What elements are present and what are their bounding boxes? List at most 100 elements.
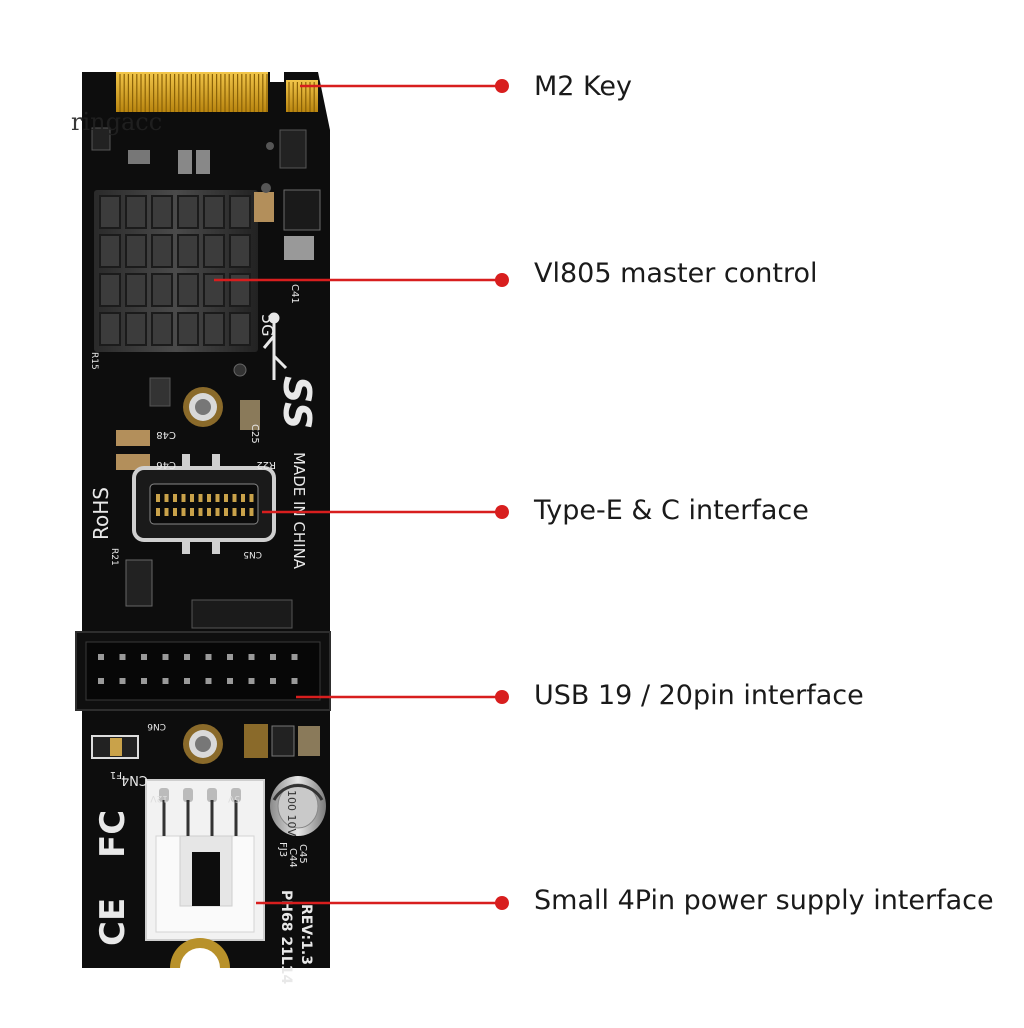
header-pin [98,678,104,684]
heatsink-fin [177,312,199,346]
callout-label-power-4pin: Small 4Pin power supply interface [534,885,994,916]
cn5-label: CN5 [243,549,262,559]
mounting-hole [183,724,223,764]
heatsink-fin [99,312,121,346]
header-pin [98,654,104,660]
callout-label-m2-key: M2 Key [534,71,633,102]
leader-dot [495,896,509,910]
header-pin [119,678,126,684]
heatsink-fin [177,234,199,268]
capacitor-rating: 100 10V [285,790,298,836]
header-pin [248,654,255,660]
header-pin [205,654,212,660]
ce-logo: CE [93,898,133,946]
heatsink-fin [203,273,225,307]
mounting-hole [183,387,223,427]
header-pin [291,654,298,660]
header-pin [291,678,298,684]
r21-label: R21 [109,548,119,566]
smd-capacitors [116,377,260,470]
heatsink-fin [151,195,173,229]
header-pin [184,678,190,684]
smd-components-top [91,127,321,377]
bottom-mounting-notch [160,938,240,1008]
cn4-label: CN4 [121,772,148,787]
4pin-power-connector [145,779,265,941]
resistor-array [125,559,293,629]
heatsink-fin [151,273,173,307]
leader-dot [495,273,509,287]
heatsink-fin [151,234,173,268]
r15-label: R15 [89,352,99,370]
header-pin [227,678,233,684]
usb-trident-icon [262,312,288,380]
heatsink-fin [203,195,225,229]
fc-logo: FC [93,810,133,858]
header-pin [162,654,169,660]
5v-label: 5V [227,793,240,803]
cn6-label: CN6 [147,721,166,731]
m2-key-fingers [116,72,318,112]
heatsink-fin [203,234,225,268]
power-pin [231,788,241,802]
c45-label: C45 [297,844,308,864]
header-pin [119,654,126,660]
f1-label: F1 [110,769,122,780]
heatsink-fin [229,312,251,346]
power-pin [183,788,193,802]
c48-label: C48 [156,429,176,440]
heatsink-fin [177,273,199,307]
usb-19-20pin-header [75,631,331,711]
smd-components-mid [244,724,320,758]
fuse-f1 [91,735,139,759]
header-pin [227,654,233,660]
electrolytic-capacitor [270,776,326,836]
rohs-mark: RoHS [89,487,113,540]
heatsink-fin [125,312,147,346]
heatsink-fin [125,234,147,268]
callout-label-vl805: Vl805 master control [534,258,818,289]
heatsink-fin [151,312,173,346]
heatsink-fin [229,195,251,229]
watermark-text: ringacc [71,108,163,136]
header-pin [270,654,276,660]
callout-leaders [214,79,509,910]
header-pin [248,678,255,684]
leader-dot [495,505,509,519]
header-pin [162,678,169,684]
heatsink-fin [99,273,121,307]
header-pin [141,654,147,660]
type-e-connector [132,454,276,554]
callout-label-type-e: Type-E & C interface [534,495,809,526]
revision-mark: REV:1.3 [298,904,314,965]
header-pin [205,678,212,684]
c44-label: C44 [287,848,298,868]
heatsink-fin [125,195,147,229]
heatsink-fin [177,195,199,229]
c41-label: C41 [289,284,300,304]
leader-dot [495,690,509,704]
silkscreen: RoHS MADE IN CHINA SS 5G PH68 21L14 REV:… [89,284,319,984]
heatsink-fin [229,273,251,307]
leader-dot [495,79,509,93]
power-pin [159,788,169,802]
fj3-label: FJ3 [277,842,288,857]
heatsink-fin [229,234,251,268]
heatsink-fin [203,312,225,346]
heatsink-fin [125,273,147,307]
heatsink-fin [99,234,121,268]
c46-label: C46 [156,459,176,470]
power-pin [207,788,217,802]
model-mark: PH68 21L14 [278,890,294,984]
heatsink-fin [99,195,121,229]
c25-label: C25 [249,424,260,444]
r22-label: R22 [256,459,276,470]
superspeed-ss-logo: SS [275,376,319,429]
12v-label: 12V [150,793,168,803]
header-pin [270,678,276,684]
vl805-heatsink [94,190,258,352]
callout-label-usb-header: USB 19 / 20pin interface [534,680,864,711]
header-pin [141,678,147,684]
